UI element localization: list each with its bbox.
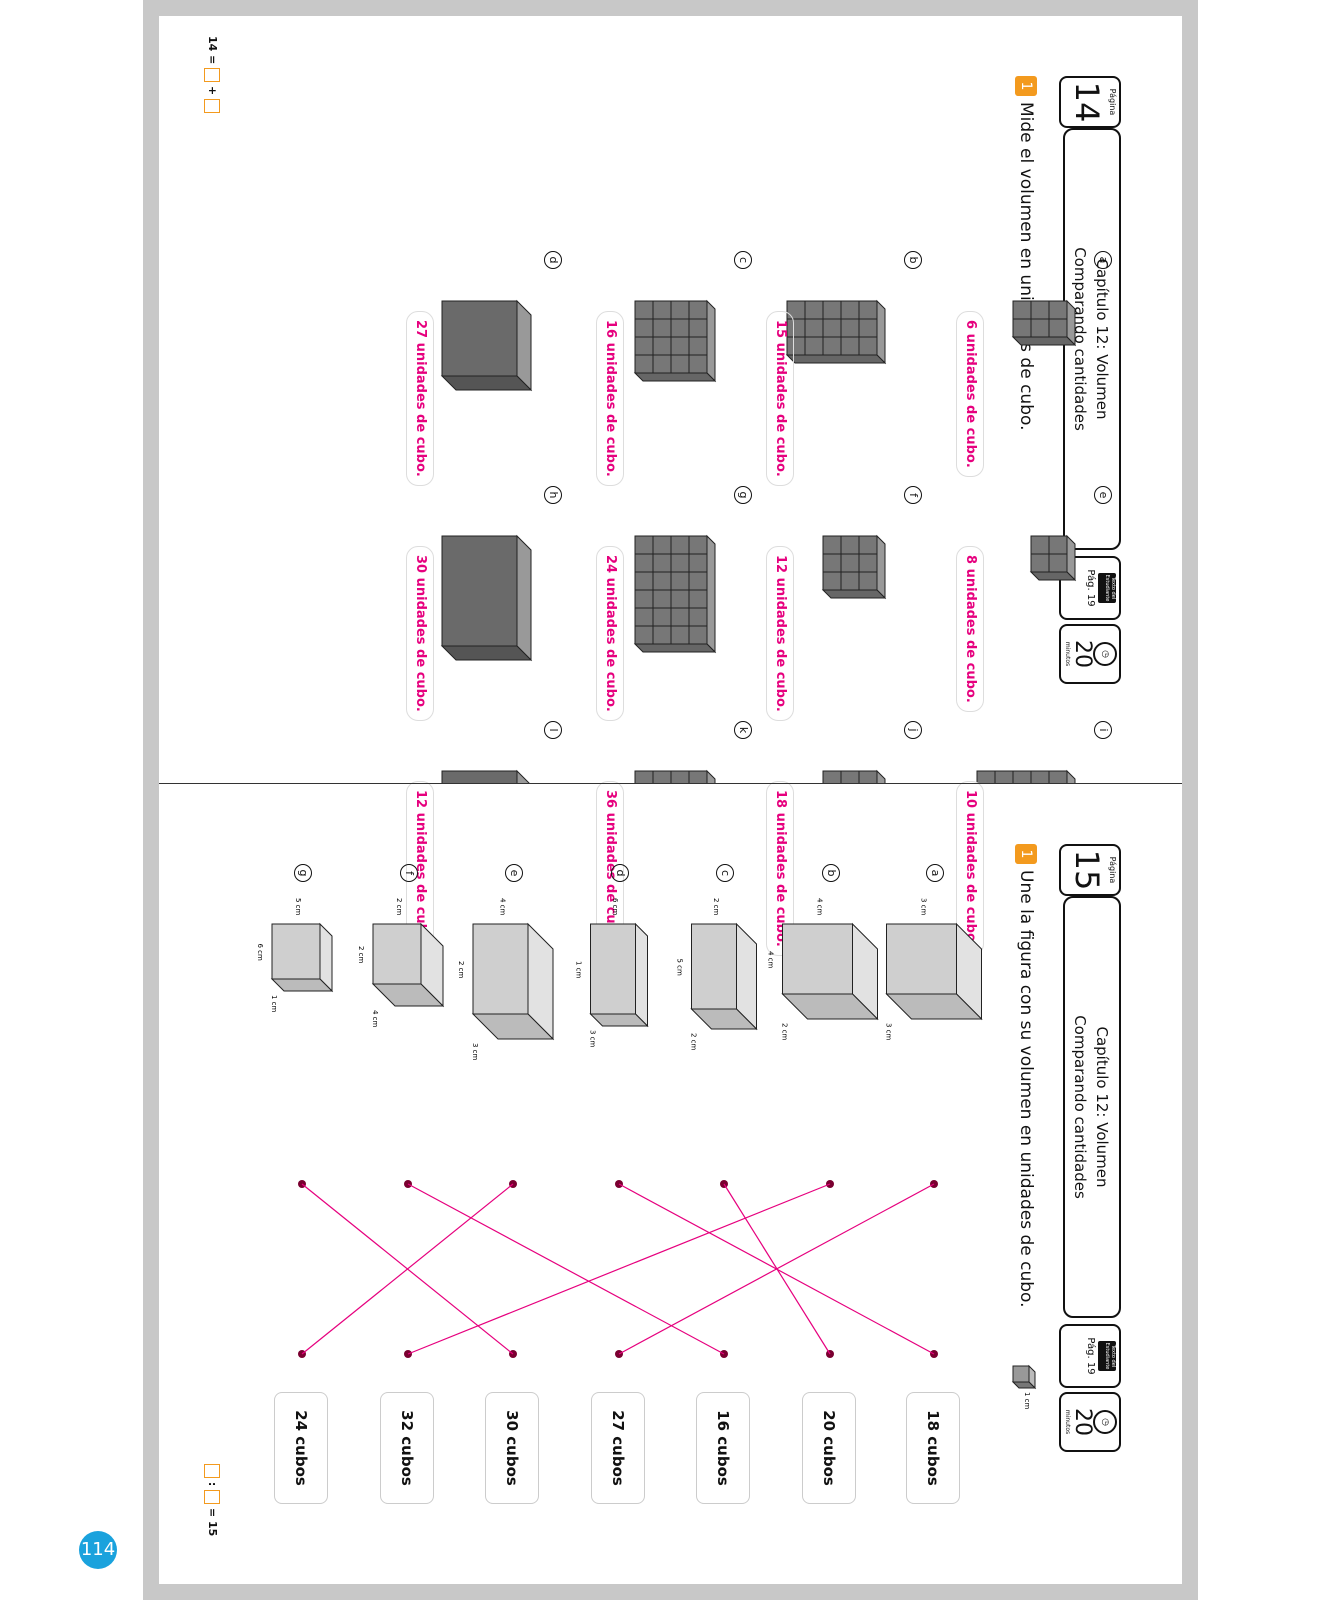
book-spread-frame: Página 14 Capítulo 12: Volumen Comparand… bbox=[143, 0, 1198, 1600]
volume-option: 30 cubos bbox=[485, 1392, 539, 1504]
dimension-label: 5 cm bbox=[676, 959, 684, 977]
dimension-label: 2 cm bbox=[357, 946, 365, 964]
answer-box bbox=[204, 68, 220, 83]
cube-stack-figure bbox=[633, 299, 717, 383]
dimension-label: 3 cm bbox=[920, 898, 928, 916]
answer-label: 30 unidades de cubo. bbox=[406, 546, 434, 721]
answer-label: 27 unidades de cubo. bbox=[406, 311, 434, 486]
cube-stack-figure bbox=[1011, 299, 1077, 347]
match-line bbox=[407, 1183, 725, 1355]
cube-stack-figure bbox=[440, 299, 533, 392]
volume-option: 20 cubos bbox=[802, 1392, 856, 1504]
item-letter: b bbox=[904, 251, 922, 269]
answer-label: 16 unidades de cubo. bbox=[596, 311, 624, 486]
dimension-label: 1 cm bbox=[575, 961, 583, 979]
unit-cube-label: 1 cm bbox=[1023, 1392, 1031, 1410]
item-letter: j bbox=[904, 721, 922, 739]
answer-label: 6 unidades de cubo. bbox=[956, 311, 984, 477]
answer-label: 15 unidades de cubo. bbox=[766, 311, 794, 486]
prism-figure: 4 cm 2 cm 4 cm bbox=[767, 898, 879, 1041]
book-spread: Página 14 Capítulo 12: Volumen Comparand… bbox=[159, 16, 1182, 1584]
cube-stack-figure bbox=[440, 534, 533, 662]
dimension-label: 5 cm bbox=[294, 898, 302, 916]
unit-cube bbox=[1011, 1364, 1037, 1390]
page-15: Página 15 Capítulo 12: Volumen Comparand… bbox=[159, 784, 1182, 1584]
prism-figure: 2 cm 3 cm 4 cm bbox=[457, 898, 555, 1061]
item-letter: f bbox=[904, 486, 922, 504]
match-line bbox=[618, 1183, 935, 1355]
cube-stack-figure bbox=[633, 534, 717, 654]
dimension-label: 3 cm bbox=[471, 1043, 479, 1061]
item-letter: d bbox=[544, 251, 562, 269]
dimension-label: 4 cm bbox=[499, 898, 507, 916]
cube-stack-figure bbox=[441, 769, 532, 784]
figure-letter: f bbox=[400, 864, 418, 882]
figure-letter: b bbox=[822, 864, 840, 882]
match-line bbox=[407, 1183, 831, 1355]
volume-option: 18 cubos bbox=[906, 1392, 960, 1504]
answer-box bbox=[204, 99, 220, 114]
figure-letter: d bbox=[611, 864, 629, 882]
figure-letter: c bbox=[716, 864, 734, 882]
figure-letter: e bbox=[505, 864, 523, 882]
item-letter: c bbox=[734, 251, 752, 269]
item-letter: a bbox=[1094, 251, 1112, 269]
dimension-label: 6 cm bbox=[611, 898, 619, 916]
dimension-label: 2 cm bbox=[781, 1023, 789, 1041]
item-letter: k bbox=[734, 721, 752, 739]
matching-area: 3 cm 3 cm 3 cm 4 cm 2 cm 4 cm 5 cm 2 cm 2 cm 1 cm… bbox=[256, 898, 983, 1358]
page-number-circle: 114 bbox=[79, 1531, 117, 1569]
item-letter: h bbox=[544, 486, 562, 504]
volume-option: 16 cubos bbox=[696, 1392, 750, 1504]
answer-label: 24 unidades de cubo. bbox=[596, 546, 624, 721]
item-letter: g bbox=[734, 486, 752, 504]
cube-stack-figure bbox=[821, 534, 887, 600]
dimension-label: 2 cm bbox=[712, 898, 720, 916]
prism-figure: 2 cm 4 cm 2 cm bbox=[357, 898, 445, 1028]
item-letter: e bbox=[1094, 486, 1112, 504]
prism-figure: 6 cm 1 cm 5 cm bbox=[256, 898, 334, 1013]
dimension-label: 1 cm bbox=[270, 995, 278, 1013]
cube-figures bbox=[440, 299, 1077, 784]
cube-stack-figure bbox=[822, 769, 886, 784]
volume-option: 24 cubos bbox=[274, 1392, 328, 1504]
dimension-label: 2 cm bbox=[395, 898, 403, 916]
dimension-label: 4 cm bbox=[767, 951, 775, 969]
prism-figure: 3 cm3 cm3 cm bbox=[871, 898, 983, 1041]
dimension-label: 2 cm bbox=[457, 961, 465, 979]
answer-box bbox=[204, 1464, 220, 1478]
cube-stack-figure bbox=[976, 769, 1076, 784]
cube-stack-figure bbox=[785, 299, 887, 365]
answer-label: 12 unidades de cubo. bbox=[766, 546, 794, 721]
footer-equation: 14 = + bbox=[204, 36, 220, 114]
figure-letter: g bbox=[294, 864, 312, 882]
dimension-label: 3 cm bbox=[589, 1030, 597, 1048]
dimension-label: 2 cm bbox=[690, 1033, 698, 1051]
cube-stack-figure bbox=[1029, 534, 1077, 582]
item-letter: i bbox=[1094, 721, 1112, 739]
prism-figure: 1 cm 3 cm 6 cm bbox=[575, 898, 649, 1048]
dimension-label: 6 cm bbox=[256, 944, 264, 962]
volume-option: 32 cubos bbox=[380, 1392, 434, 1504]
rotated-spread: Página 14 Capítulo 12: Volumen Comparand… bbox=[159, 16, 1182, 1584]
dimension-label: 4 cm bbox=[371, 1010, 379, 1028]
figure-letter: a bbox=[926, 864, 944, 882]
prism-figure: 5 cm 2 cm 2 cm bbox=[676, 898, 758, 1051]
dimension-label: 4 cm bbox=[816, 898, 824, 916]
item-letter: l bbox=[544, 721, 562, 739]
page-14: Página 14 Capítulo 12: Volumen Comparand… bbox=[159, 16, 1182, 956]
dimension-label: 3 cm bbox=[885, 1023, 893, 1041]
footer-equation: : = 15 bbox=[204, 1464, 220, 1536]
unit-cube-icon: 1 cm bbox=[1011, 1364, 1037, 1410]
answer-label: 8 unidades de cubo. bbox=[956, 546, 984, 712]
answer-box bbox=[204, 1490, 220, 1505]
volume-option: 27 cubos bbox=[591, 1392, 645, 1504]
match-line bbox=[301, 1183, 514, 1355]
